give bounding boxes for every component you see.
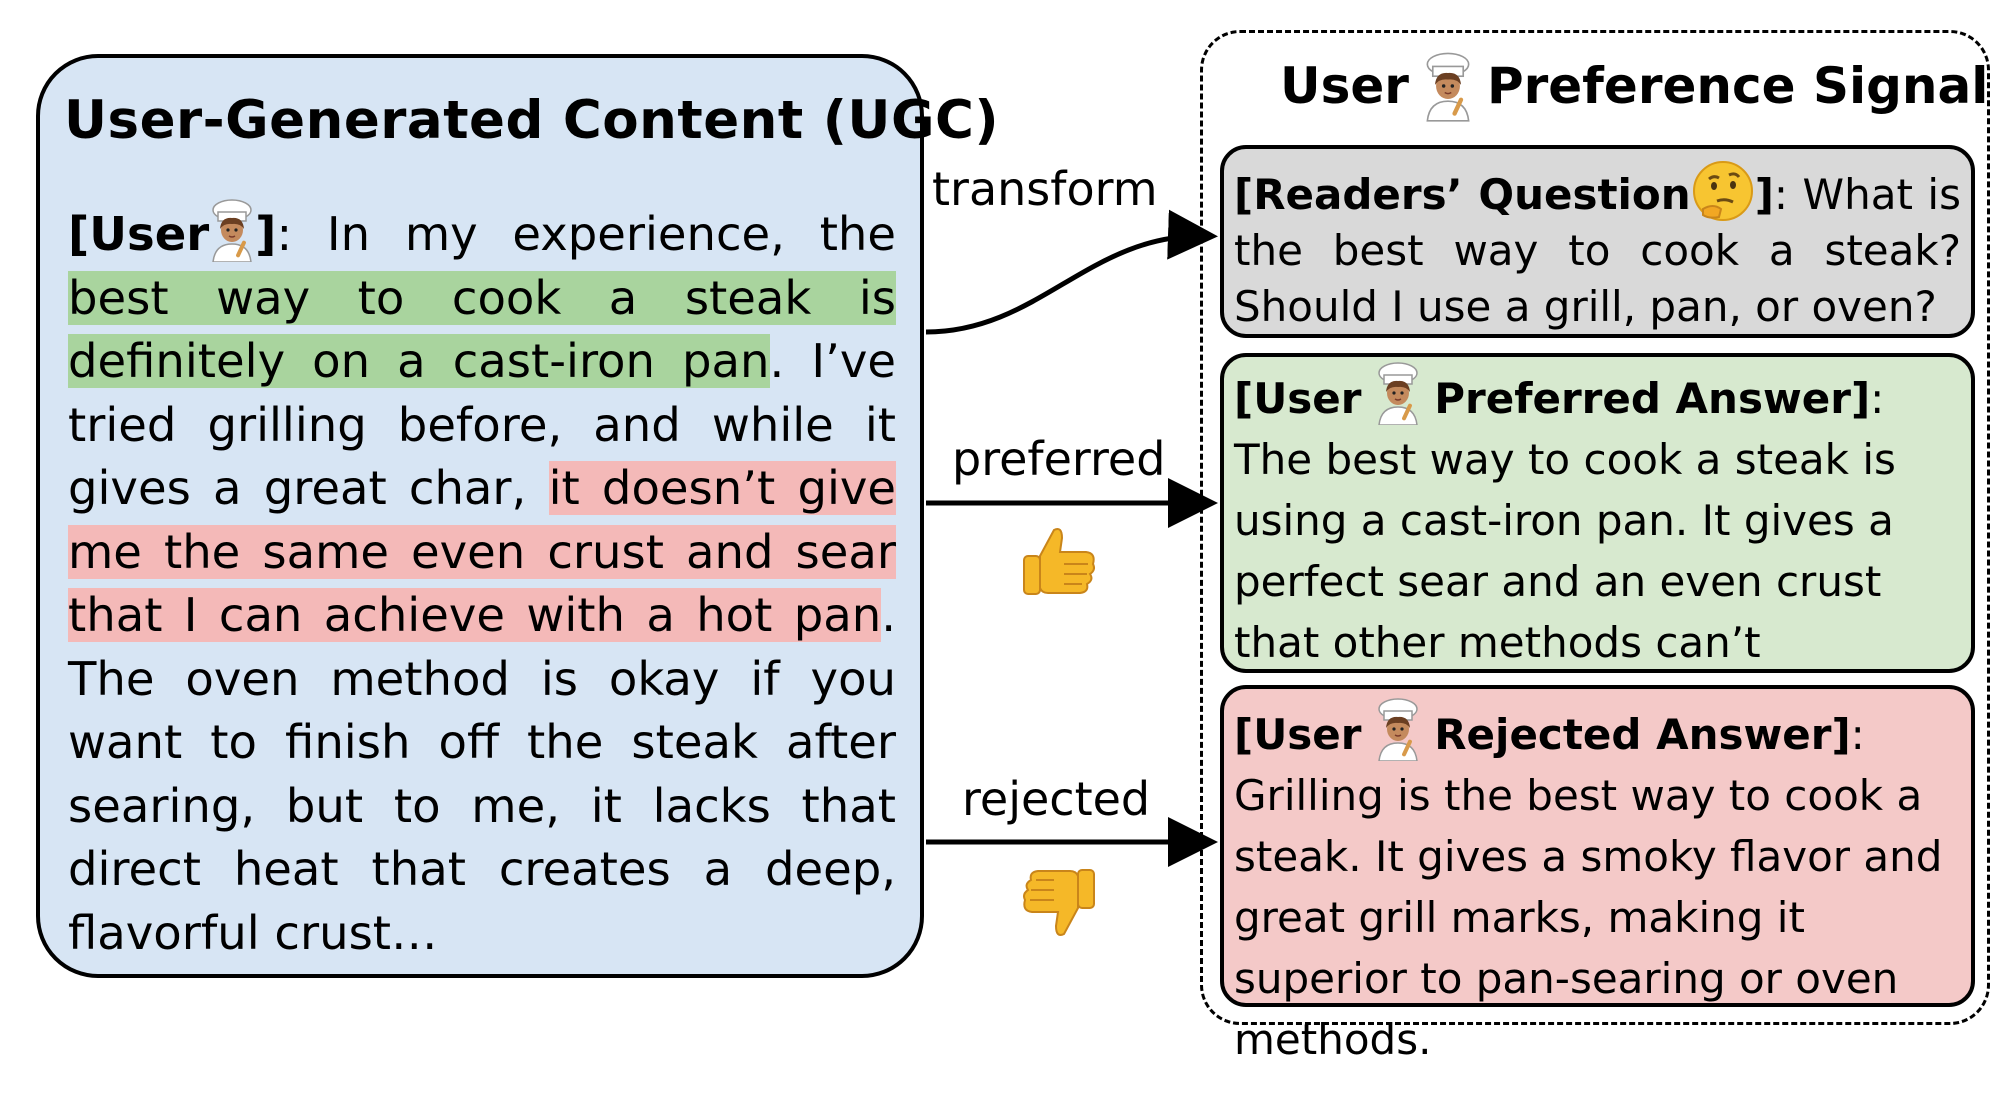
signal-title-text: Preference Signal xyxy=(1486,57,1989,115)
transform-arrow xyxy=(925,209,1218,335)
question-label-close: ] xyxy=(1754,170,1774,219)
preference-signal-frame xyxy=(1200,30,1990,1025)
ugc-user-label-close: ] xyxy=(255,207,277,261)
rejected-user-label: [User xyxy=(1234,710,1362,759)
preferred-text: : The best way to cook a steak is using … xyxy=(1234,374,1896,728)
rejected-answer-text: [User Rejected Answer]: Grilling is the … xyxy=(1234,697,1961,1070)
ugc-user-label: [User xyxy=(68,207,210,261)
preferred-user-label: [User xyxy=(1234,374,1362,423)
thinking-face-icon xyxy=(1691,159,1755,223)
preferred-answer-label: Preferred Answer] xyxy=(1434,374,1871,423)
ugc-text-after: . The oven method is okay if you want to… xyxy=(68,588,896,960)
chef-icon xyxy=(1375,361,1421,425)
thumbs-up-icon xyxy=(1023,528,1095,595)
ugc-text-before: : In my experience, the xyxy=(276,207,896,261)
signal-title-user: User xyxy=(1280,57,1409,115)
chef-icon xyxy=(209,198,255,262)
question-text: : What is the best way to cook a steak? … xyxy=(1234,170,1961,331)
preferred-label: preferred xyxy=(952,432,1166,486)
thumbs-down-icon xyxy=(1023,869,1095,936)
preferred-answer-box: [User Preferred Answer]: The best way to… xyxy=(1220,353,1975,728)
ugc-text: [User]: In my experience, the best way t… xyxy=(68,198,897,965)
transform-label: transform xyxy=(932,162,1158,216)
ugc-text-middle: . I’ve tried grilling before, and while … xyxy=(68,334,896,515)
readers-question-box: [Readers’ Question]: What is the best wa… xyxy=(1220,145,1975,338)
rejected-answer-box: [User Rejected Answer]: Grilling is the … xyxy=(1220,685,1975,1064)
rejected-answer-label: Rejected Answer] xyxy=(1434,710,1851,759)
preferred-answer-text: [User Preferred Answer]: The best way to… xyxy=(1234,361,1961,734)
rejected-label: rejected xyxy=(962,772,1151,826)
chef-icon xyxy=(1423,50,1473,122)
rejected-text: : Grilling is the best way to cook a ste… xyxy=(1234,710,1943,1064)
chef-icon xyxy=(1375,697,1421,761)
ugc-title: User-Generated Content (UGC) xyxy=(64,90,1000,151)
question-label: [Readers’ Question xyxy=(1234,170,1691,219)
ugc-panel: User-Generated Content (UGC) [User]: In … xyxy=(36,54,999,978)
preference-signal-title: User Preference Signal xyxy=(1280,50,1988,122)
readers-question-text: [Readers’ Question]: What is the best wa… xyxy=(1234,159,1961,335)
